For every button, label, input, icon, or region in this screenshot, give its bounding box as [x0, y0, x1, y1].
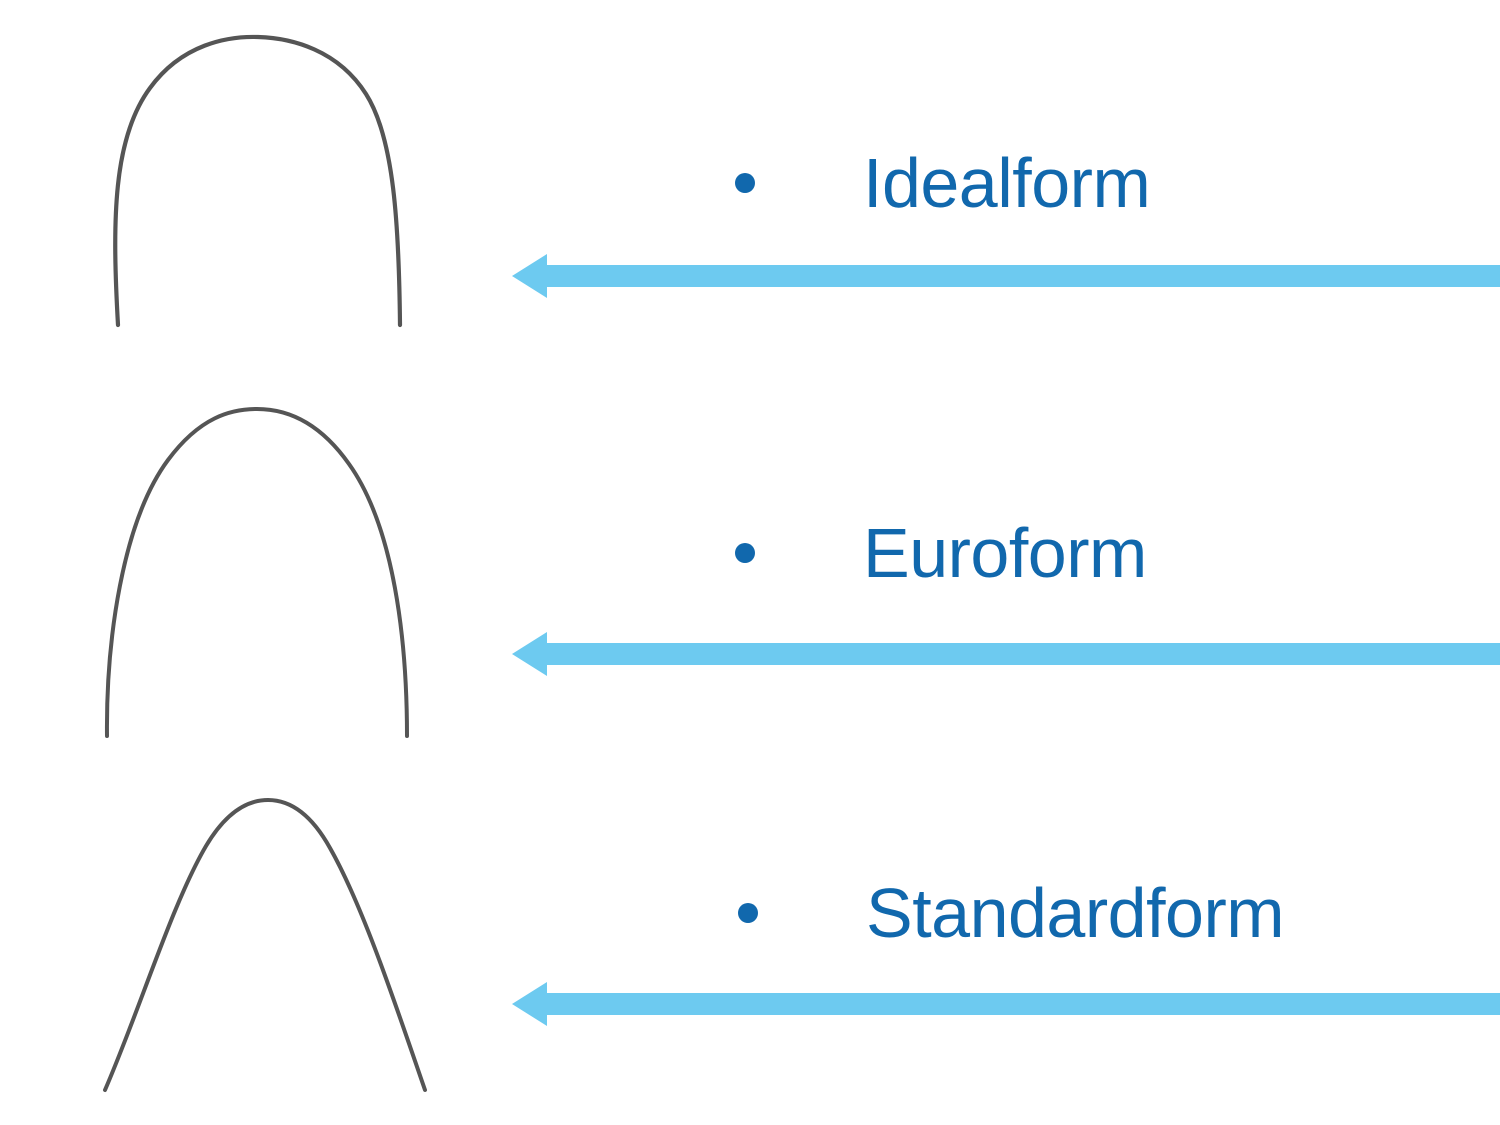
arrow-left-shape-standardform	[512, 982, 1500, 1026]
archwire-svg-standardform	[103, 797, 427, 1092]
archwire-svg-idealform	[113, 34, 403, 328]
arrow-to-idealform	[505, 250, 1500, 302]
archwire-diagram-idealform	[0, 20, 500, 340]
arrow-left-shape-idealform	[512, 254, 1500, 298]
bullet-dot-icon	[735, 543, 755, 563]
archwire-path-euroform	[104, 406, 409, 738]
arrow-left-shape-euroform	[512, 632, 1500, 676]
archwire-svg-euroform	[104, 406, 409, 738]
bullet-label-idealform: Idealform	[863, 144, 1151, 222]
arrow-svg-standardform	[512, 982, 1500, 1026]
arrow-to-standardform	[505, 978, 1500, 1030]
arrow-svg-euroform	[512, 632, 1500, 676]
bullet-dot-icon	[738, 903, 758, 923]
bullet-item-standardform: Standardform	[738, 874, 1285, 952]
bullet-item-idealform: Idealform	[735, 144, 1151, 222]
bullet-dot-icon	[735, 173, 755, 193]
archwire-diagram-standardform	[0, 784, 500, 1106]
archwire-path-idealform	[113, 34, 403, 328]
bullet-label-standardform: Standardform	[866, 874, 1285, 952]
archwire-path-standardform	[103, 797, 427, 1092]
archwire-diagram-euroform	[0, 392, 500, 752]
bullet-item-euroform: Euroform	[735, 518, 1147, 588]
bullet-label-euroform: Euroform	[863, 514, 1147, 592]
arrow-svg-idealform	[512, 254, 1500, 298]
arrow-to-euroform	[505, 628, 1500, 680]
